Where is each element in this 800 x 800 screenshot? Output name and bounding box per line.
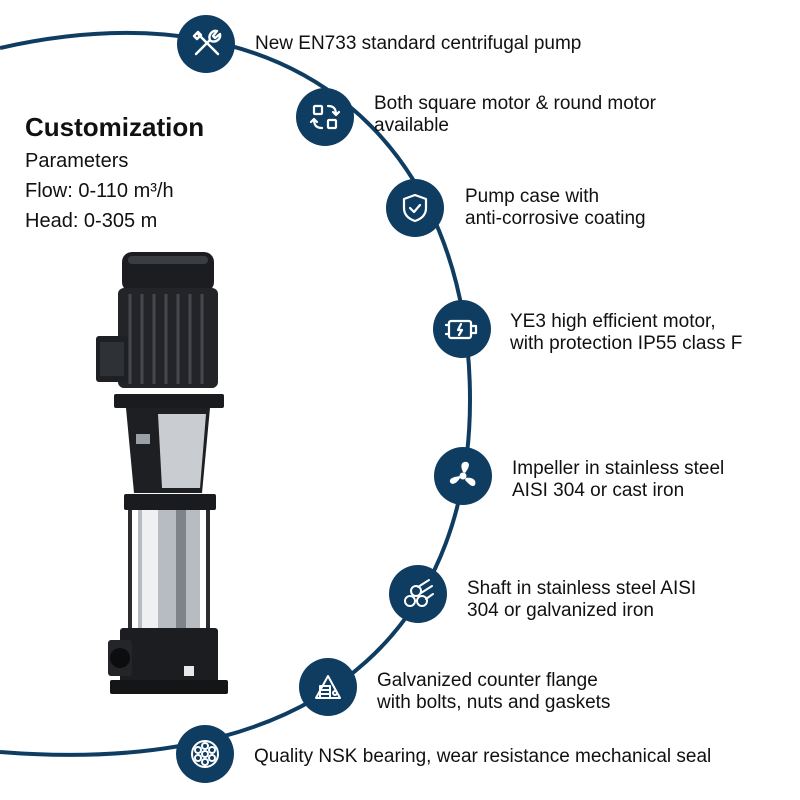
feature-5-icon-circle: [434, 447, 492, 505]
flow-spec: Flow: 0-110 m³/h: [25, 180, 174, 202]
feature-6-text: Shaft in stainless steel AISI 304 or gal…: [467, 578, 697, 621]
feature-6-icon-circle: [389, 565, 447, 623]
shaft-icon: [404, 579, 434, 607]
feature-3-text: Pump case with anti-corrosive coating: [465, 186, 646, 229]
feature-1-text: New EN733 standard centrifugal pump: [255, 33, 582, 54]
feature-8-text: Quality NSK bearing, wear resistance mec…: [254, 746, 712, 767]
impeller-icon: [449, 461, 476, 487]
feature-2-text: Both square motor & round motor availabl…: [374, 93, 656, 136]
convert-icon: [309, 104, 341, 130]
page-title: Customization: [25, 112, 205, 142]
feature-4-icon-circle: [433, 300, 491, 358]
feature-8-icon-circle: [176, 725, 234, 783]
feature-1-icon-circle: [177, 15, 235, 73]
head-spec: Head: 0-305 m: [25, 210, 158, 232]
feature-2-icon-circle: [296, 88, 354, 146]
feature-5-text: Impeller in stainless steel AISI 304 or …: [512, 458, 725, 501]
bearing-icon: [191, 740, 219, 768]
feature-7-text: Galvanized counter flange with bolts, nu…: [377, 670, 611, 713]
pump-image: [96, 252, 228, 694]
feature-4-text: YE3 high efficient motor, with protectio…: [510, 311, 743, 354]
flange-icon: [315, 675, 341, 699]
feature-3-icon-circle: [386, 179, 444, 237]
shield-check-icon: [402, 193, 428, 223]
tools-icon: [192, 29, 222, 56]
motor-icon: [444, 319, 478, 340]
parameters-label: Parameters: [25, 150, 129, 172]
feature-7-icon-circle: [299, 658, 357, 716]
